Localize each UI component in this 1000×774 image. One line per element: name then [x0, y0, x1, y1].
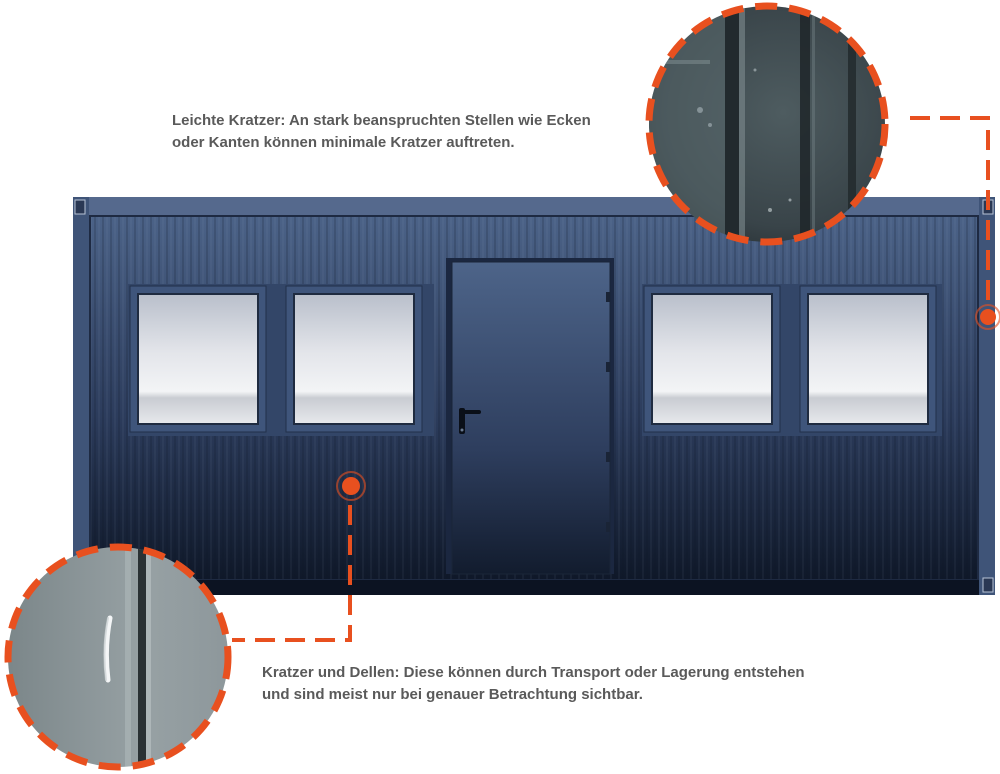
caption-light-scratches: Leichte Kratzer: An stark beanspruchten … [172, 110, 591, 154]
caption-line: oder Kanten können minimale Kratzer auft… [172, 134, 515, 151]
door [446, 258, 614, 575]
location-marker-icon [336, 471, 366, 501]
door-handle-icon [459, 408, 481, 434]
connector-line-bottom [232, 505, 352, 642]
window-group-left [128, 284, 434, 436]
window-group-right [642, 284, 942, 436]
zoom-circle-light-scratches [645, 2, 889, 246]
caption-line: und sind meist nur bei genauer Betrachtu… [262, 686, 643, 703]
zoom-circle-scratches-dents [4, 543, 232, 771]
caption-scratches-dents: Kratzer und Dellen: Diese können durch T… [262, 662, 805, 706]
connector-line-top [910, 116, 990, 306]
location-marker-icon [975, 304, 1000, 330]
caption-line: Kratzer und Dellen: Diese können durch T… [262, 664, 805, 681]
caption-line: Leichte Kratzer: An stark beanspruchten … [172, 112, 591, 129]
